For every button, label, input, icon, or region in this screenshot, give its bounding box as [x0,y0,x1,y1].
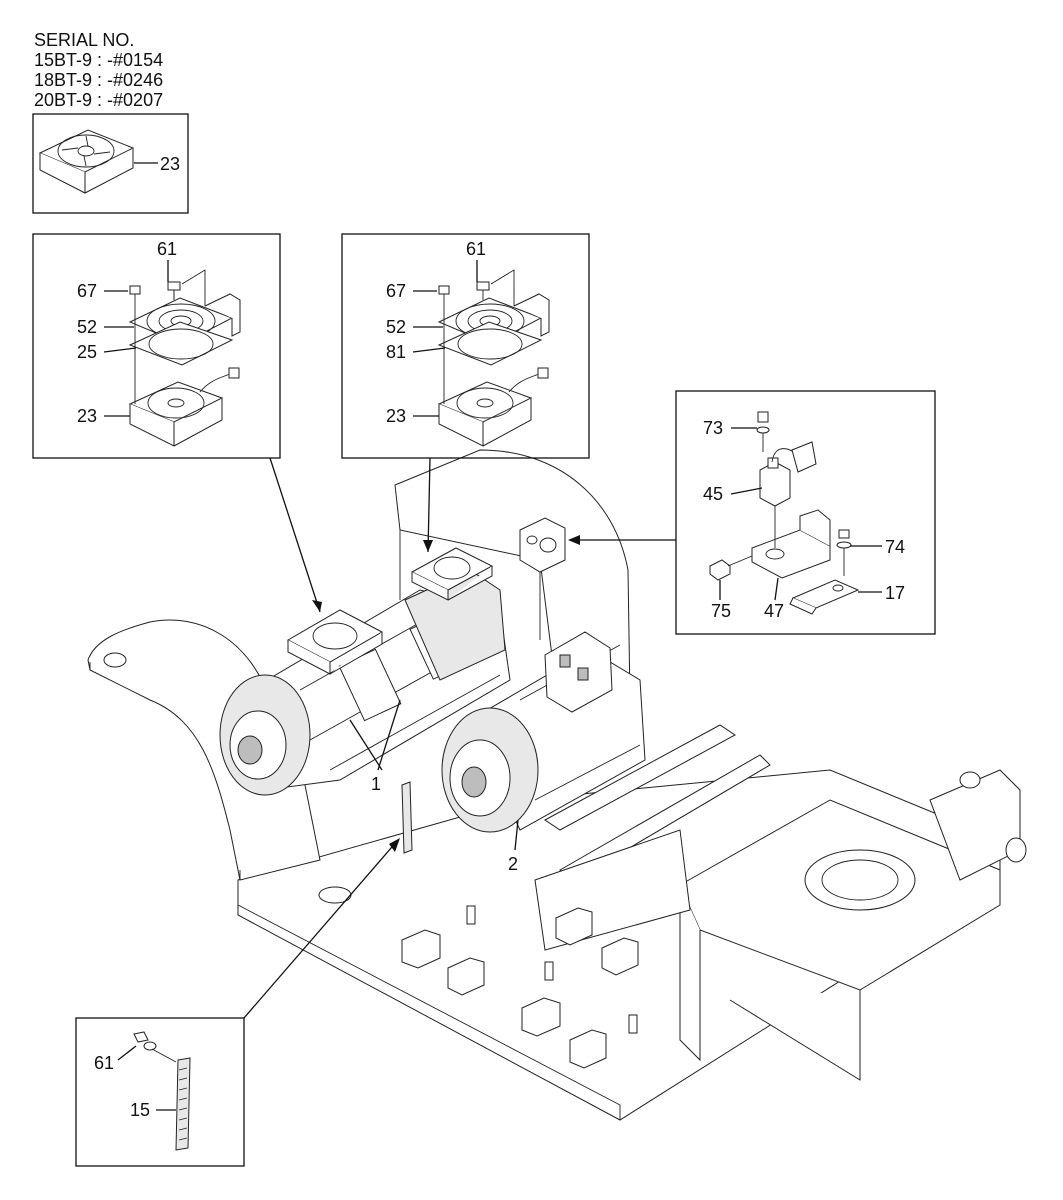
callout-box2-fan: 23 [77,406,97,426]
callout-box1-fan: 23 [160,154,180,174]
serial-line-18bt: 18BT-9 : -#0246 [34,70,164,90]
callout-box3-bolt: 67 [386,281,406,301]
callout-box4-bolt: 73 [703,418,723,438]
detail-box-switch-bracket: 73 45 74 75 47 17 [675,390,936,635]
motor-1-fan [286,609,384,675]
callout-box4-bracket: 47 [764,601,784,621]
callout-box2-filter: 25 [77,342,97,362]
motor-2 [441,631,646,833]
callout-box3-screw: 61 [466,239,486,259]
callout-main-motor-2: 2 [508,854,518,874]
callout-box2-screw: 61 [157,239,177,259]
callout-box3-fan: 23 [386,406,406,426]
callout-box4-bolt2: 74 [885,537,905,557]
rear-motor-fan [410,547,494,601]
frame-switch-mount [519,517,566,573]
detail-box-fan-only: 23 [32,113,189,214]
serial-heading: SERIAL NO. [34,30,135,50]
main-callouts: 1 2 [243,457,676,1019]
fan-23-box1 [38,129,135,194]
callout-main-motor-1: 1 [371,774,381,794]
callout-box3-guard: 52 [386,317,406,337]
detail-box-fan-assembly-left: 61 67 52 25 23 [32,233,281,459]
motor-1 [219,569,511,796]
serial-line-15bt: 15BT-9 : -#0154 [34,50,164,70]
callout-box4-screw: 75 [711,601,731,621]
callout-box4-plate: 17 [885,583,905,603]
callout-box2-bolt: 67 [77,281,97,301]
callout-box5-strap: 15 [130,1100,150,1120]
callout-box2-guard: 52 [77,317,97,337]
detail-box-ground-strap: 61 15 [75,1017,245,1167]
serial-line-20bt: 20BT-9 : -#0207 [34,90,164,110]
detail-box-fan-assembly-right: 61 67 52 81 23 [341,233,590,459]
callout-box3-filter: 81 [386,342,406,362]
callout-box5-screw: 61 [94,1053,114,1073]
ground-strap-main [401,781,413,854]
callout-box4-switch: 45 [703,484,723,504]
serial-number-block: SERIAL NO. 15BT-9 : -#0154 18BT-9 : -#02… [34,30,163,110]
